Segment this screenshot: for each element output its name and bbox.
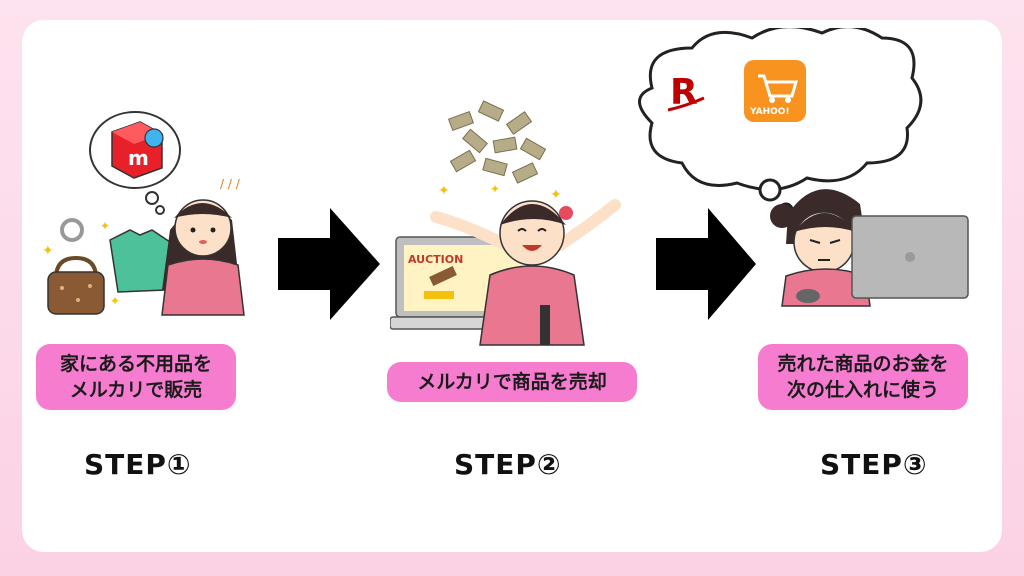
step3-description-pill: 売れた商品のお金を 次の仕入れに使う (758, 344, 968, 410)
step2-description-pill: メルカリで商品を売却 (387, 362, 637, 402)
svg-text:✦: ✦ (100, 219, 110, 233)
step3-line-1: 売れた商品のお金を (777, 353, 949, 375)
step1-description-pill: 家にある不用品を メルカリで販売 (36, 344, 236, 410)
arrow-right-2 (656, 208, 756, 320)
svg-text:✦: ✦ (42, 243, 54, 259)
svg-text:/ / /: / / / (220, 177, 241, 191)
step1-illustration: m ✦ ✦ ✦ / / / (42, 111, 245, 316)
svg-text:✦: ✦ (550, 187, 562, 203)
step2-title: STEP② (454, 448, 562, 481)
svg-text:✦: ✦ (110, 294, 120, 308)
auction-sign-text: AUCTION (408, 253, 463, 266)
money-shower-icon (447, 100, 547, 184)
step1-title: STEP① (84, 448, 192, 481)
woman-working-laptop-figure (770, 189, 969, 307)
coat-icon (109, 229, 171, 293)
svg-text:✦: ✦ (490, 182, 500, 196)
svg-text:m: m (128, 146, 149, 170)
step1-line-2: メルカリで販売 (69, 379, 203, 401)
handbag-icon (47, 255, 105, 315)
mercari-box-icon: m (111, 121, 164, 179)
woman-cheering-figure (430, 199, 621, 346)
svg-text:✦: ✦ (438, 183, 450, 199)
rakuten-logo-icon: R (660, 66, 710, 116)
yahoo-shopping-logo-icon: YAHOO! (744, 60, 806, 122)
step3-illustration: R YAHOO! (638, 28, 969, 307)
ring-icon (60, 218, 84, 242)
step2-illustration: ✦ ✦ ✦ AUCTION (390, 100, 621, 346)
step3-line-2: 次の仕入れに使う (786, 379, 939, 401)
step1-line-1: 家にある不用品を (59, 353, 212, 375)
woman-thinking-figure: / / / (161, 177, 245, 316)
step3-title: STEP③ (820, 448, 928, 481)
yahoo-mark-text: YAHOO! (749, 107, 790, 117)
step2-line-1: メルカリで商品を売却 (417, 371, 607, 393)
arrow-right-1 (278, 208, 380, 320)
